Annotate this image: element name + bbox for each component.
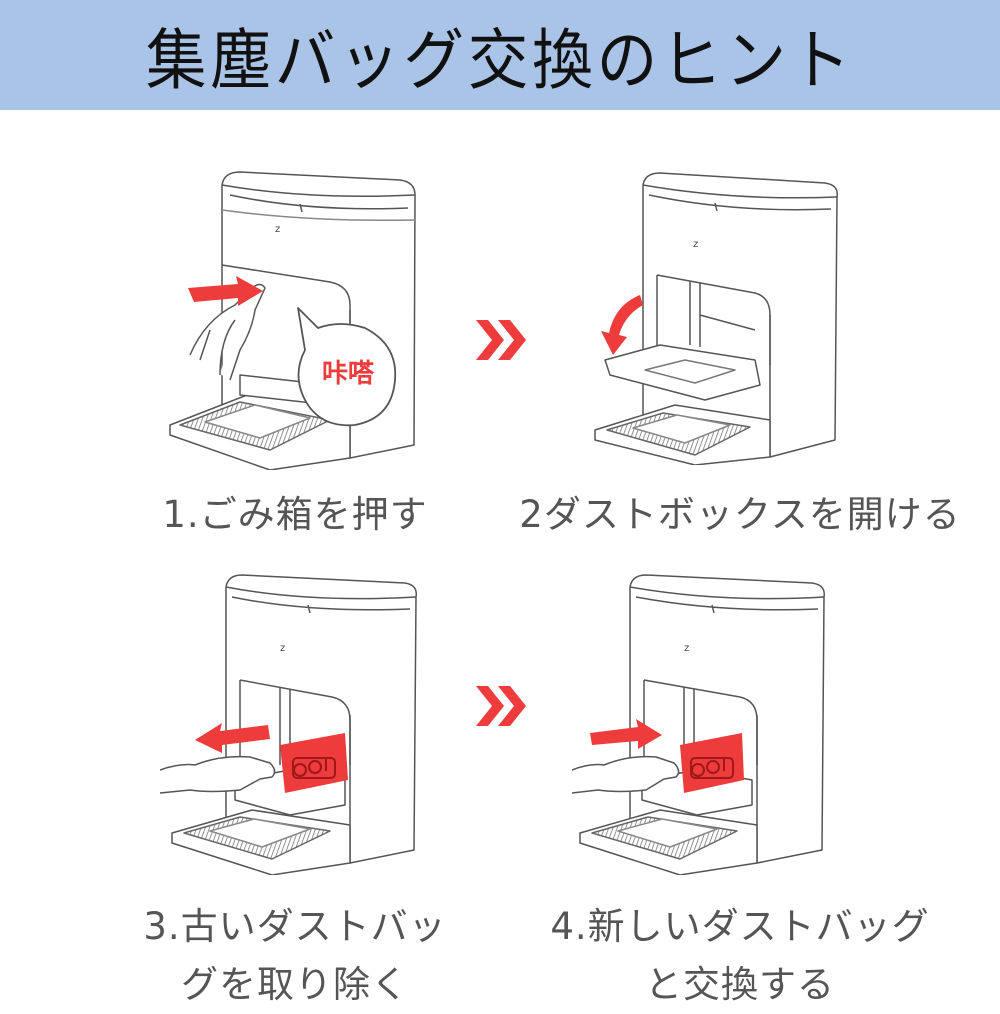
step-2-caption: 2ダストボックスを開ける	[519, 493, 961, 536]
header-banner: 集塵バッグ交換のヒント	[0, 0, 1000, 110]
svg-text:z: z	[693, 239, 698, 250]
step-3-illustration: z	[160, 565, 430, 875]
next-step-arrow-icon	[474, 682, 534, 732]
page-title: 集塵バッグ交換のヒント	[145, 22, 855, 99]
step-1-illustration: z 咔嗒	[160, 160, 430, 470]
step-2-illustration: z	[585, 165, 845, 465]
click-sound-text: 咔嗒	[322, 359, 375, 389]
step-1-caption: 1.ごみ箱を押す	[162, 493, 428, 536]
svg-text:z: z	[275, 224, 280, 235]
next-step-arrow-icon	[474, 316, 534, 366]
svg-text:z: z	[684, 643, 689, 654]
step-3-caption: 3.古いダストバッ グを取り除く	[143, 905, 447, 1006]
svg-text:z: z	[280, 643, 285, 654]
step-4-illustration: z	[572, 565, 842, 875]
step-4-caption: 4.新しいダストバッグ と交換する	[550, 905, 930, 1006]
